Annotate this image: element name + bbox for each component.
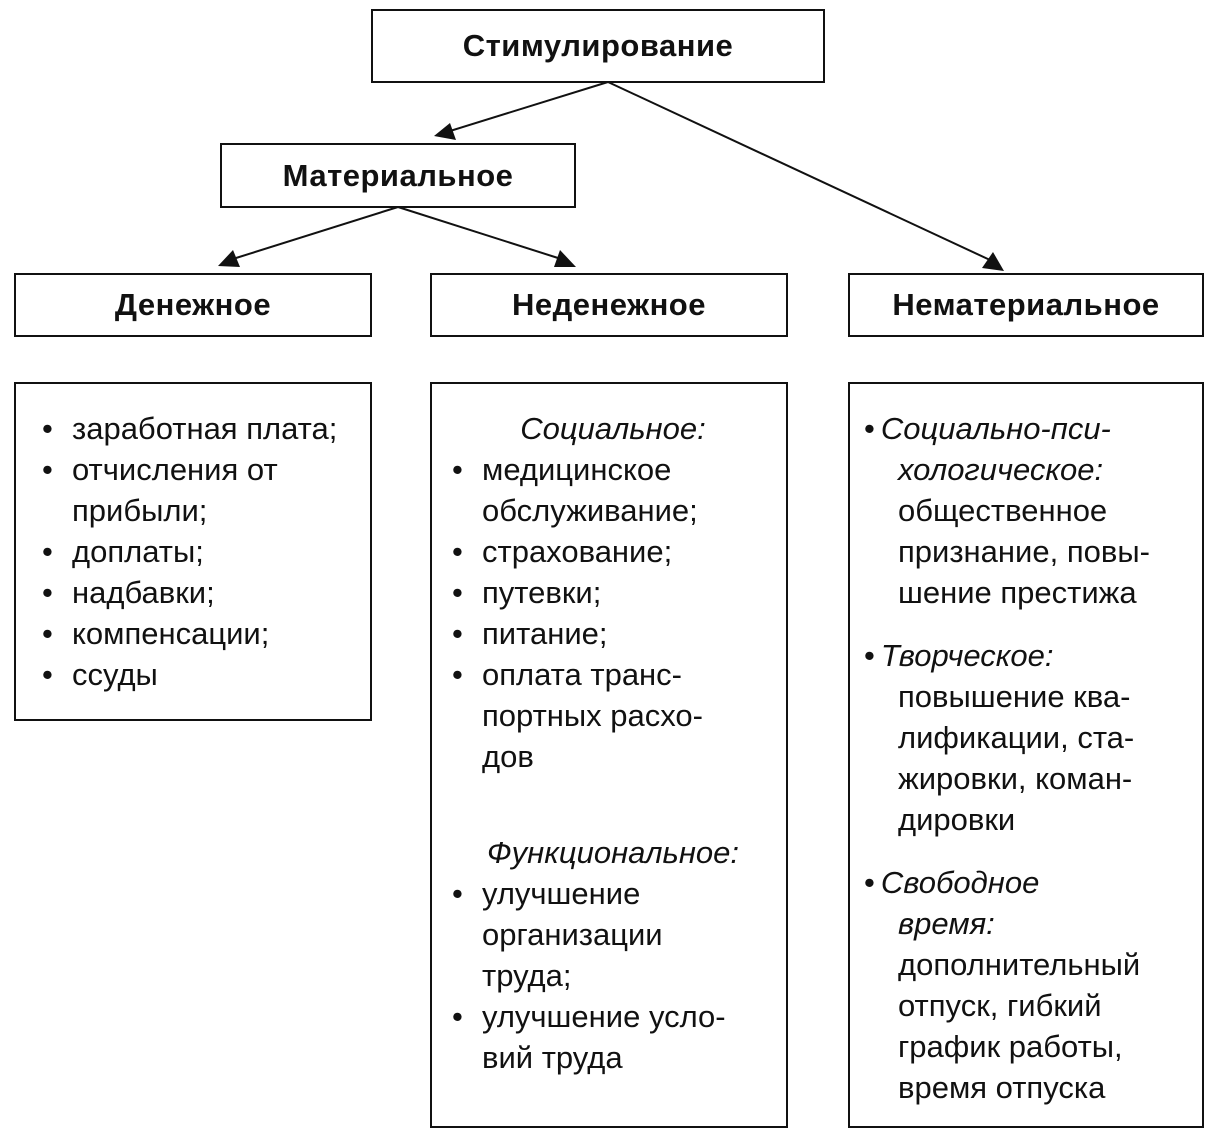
nonmaterial-group: •Свободное время: дополнительный отпуск,… [864,865,1141,1105]
edge-root-to-nonmaterial [607,81,991,261]
node-material-label: Материальное [282,157,514,193]
social-item: оплата транс- портных расхо- дов [446,654,780,777]
monetary-item: заработная плата; [36,408,364,449]
arrow-to-material [434,123,456,140]
social-item: медицинское обслуживание; [446,449,780,531]
monetary-item: надбавки; [36,572,364,613]
edge-material-to-nonmonetary [397,206,559,259]
node-nonmonetary: Неденежное [430,273,788,337]
monetary-item: ссуды [36,654,364,695]
monetary-item: компенсации; [36,613,364,654]
bullet-dot: • [864,638,875,673]
node-monetary: Денежное [14,273,372,337]
monetary-list-box: заработная плата; отчисления от прибыли;… [14,382,372,721]
node-material: Материальное [220,143,576,208]
node-monetary-label: Денежное [114,287,272,322]
functional-item: улучшение организации труда; [446,873,780,996]
nonmaterial-group: •Социально-пси- хологическое: общественн… [864,411,1150,610]
functional-heading: Функциональное: [487,835,739,870]
node-nonmaterial: Нематериальное [848,273,1204,337]
nonmaterial-list-box: •Социально-пси- хологическое: общественн… [848,382,1204,1128]
social-heading: Социальное: [520,411,706,446]
social-item: питание; [446,613,780,654]
functional-item: улучшение усло- вий труда [446,996,780,1078]
nonmaterial-group: •Творческое: повышение ква- лификации, с… [864,638,1135,837]
bullet-dot: • [864,411,875,446]
arrow-to-nonmaterial [982,252,1004,271]
monetary-item: отчисления от прибыли; [36,449,364,531]
edge-root-to-material [449,81,609,132]
node-stimulation-label: Стимулирование [462,28,734,63]
node-nonmaterial-label: Нематериальное [892,287,1160,322]
arrow-to-nonmonetary [554,250,576,267]
bullet-dot: • [864,865,875,900]
nonmonetary-list-box: Социальное: медицинское обслуживание; ст… [430,382,788,1128]
social-item: страхование; [446,531,780,572]
node-stimulation: Стимулирование [371,9,825,83]
social-item: путевки; [446,572,780,613]
edge-material-to-monetary [235,206,399,259]
monetary-item: доплаты; [36,531,364,572]
node-nonmonetary-label: Неденежное [512,287,706,322]
arrow-to-monetary [218,250,240,267]
